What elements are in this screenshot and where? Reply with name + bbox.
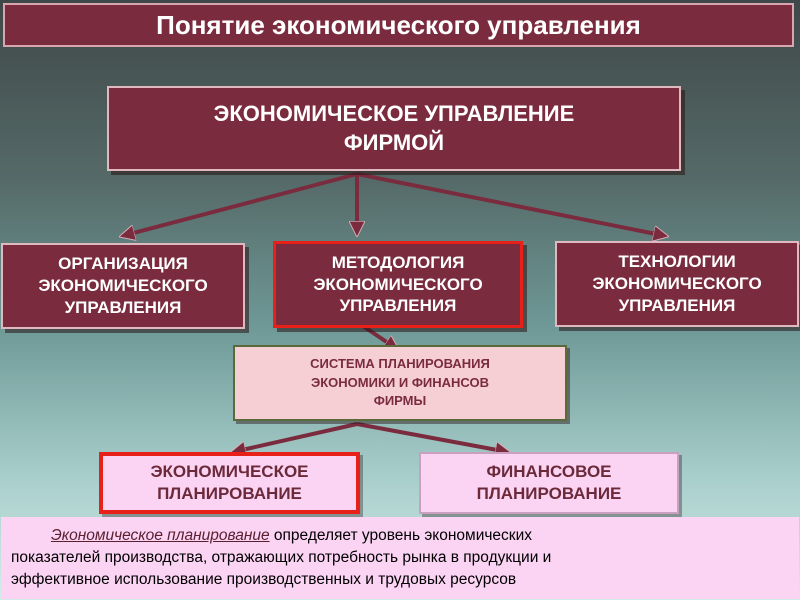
system-line-2: ЭКОНОМИКИ И ФИНАНСОВ [311, 374, 489, 390]
definition-note: Экономическое планирование определяет ур… [1, 517, 799, 599]
methodology-box: МЕТОДОЛОГИЯ ЭКОНОМИЧЕСКОГО УПРАВЛЕНИЯ [273, 241, 523, 328]
financial-planning-line-1: ФИНАНСОВОЕ [486, 462, 612, 482]
slide-title-text: Понятие экономического управления [156, 9, 641, 40]
methodology-line-1: МЕТОДОЛОГИЯ [331, 252, 465, 272]
methodology-line-3: УПРАВЛЕНИЯ [339, 296, 457, 316]
arrow-to-technology [356, 172, 666, 236]
economic-planning-box: ЭКОНОМИЧЕСКОЕ ПЛАНИРОВАНИЕ [99, 452, 360, 514]
arrow-to-organization [122, 172, 358, 236]
note-line-1: Экономическое планирование определяет ур… [11, 525, 791, 547]
arrow-to-financial-planning [356, 422, 508, 452]
note-line-3: эффективное использование производственн… [11, 571, 517, 588]
arrow-to-economic-planning [233, 422, 358, 452]
economic-planning-line-1: ЭКОНОМИЧЕСКОЕ [150, 462, 309, 482]
technology-line-1: ТЕХНОЛОГИИ [618, 252, 736, 272]
main-line-2: ФИРМОЙ [343, 129, 445, 155]
organization-box: ОРГАНИЗАЦИЯ ЭКОНОМИЧЕСКОГО УПРАВЛЕНИЯ [1, 243, 245, 329]
technology-line-2: ЭКОНОМИЧЕСКОГО [592, 274, 762, 294]
planning-system-box: СИСТЕМА ПЛАНИРОВАНИЯ ЭКОНОМИКИ И ФИНАНСО… [233, 345, 567, 421]
technology-box: ТЕХНОЛОГИИ ЭКОНОМИЧЕСКОГО УПРАВЛЕНИЯ [555, 241, 799, 327]
system-line-3: ФИРМЫ [373, 393, 427, 409]
note-line-2: показателей производства, отражающих пот… [11, 549, 552, 566]
methodology-line-2: ЭКОНОМИЧЕСКОГО [313, 274, 483, 294]
note-term: Экономическое планирование [51, 527, 270, 544]
financial-planning-box: ФИНАНСОВОЕ ПЛАНИРОВАНИЕ [419, 452, 679, 514]
note-rest-1: определяет уровень экономических [269, 527, 532, 544]
economic-management-box: ЭКОНОМИЧЕСКОЕ УПРАВЛЕНИЕ ФИРМОЙ [107, 86, 681, 171]
slide-title: Понятие экономического управления [3, 3, 794, 47]
system-line-1: СИСТЕМА ПЛАНИРОВАНИЯ [310, 355, 490, 371]
organization-line-1: ОРГАНИЗАЦИЯ [58, 254, 188, 274]
economic-planning-line-2: ПЛАНИРОВАНИЕ [157, 484, 302, 503]
technology-line-3: УПРАВЛЕНИЯ [618, 295, 736, 315]
financial-planning-line-2: ПЛАНИРОВАНИЕ [476, 484, 622, 503]
organization-line-3: УПРАВЛЕНИЯ [64, 297, 182, 317]
main-line-1: ЭКОНОМИЧЕСКОЕ УПРАВЛЕНИЕ [213, 101, 575, 127]
organization-line-2: ЭКОНОМИЧЕСКОГО [38, 276, 208, 296]
